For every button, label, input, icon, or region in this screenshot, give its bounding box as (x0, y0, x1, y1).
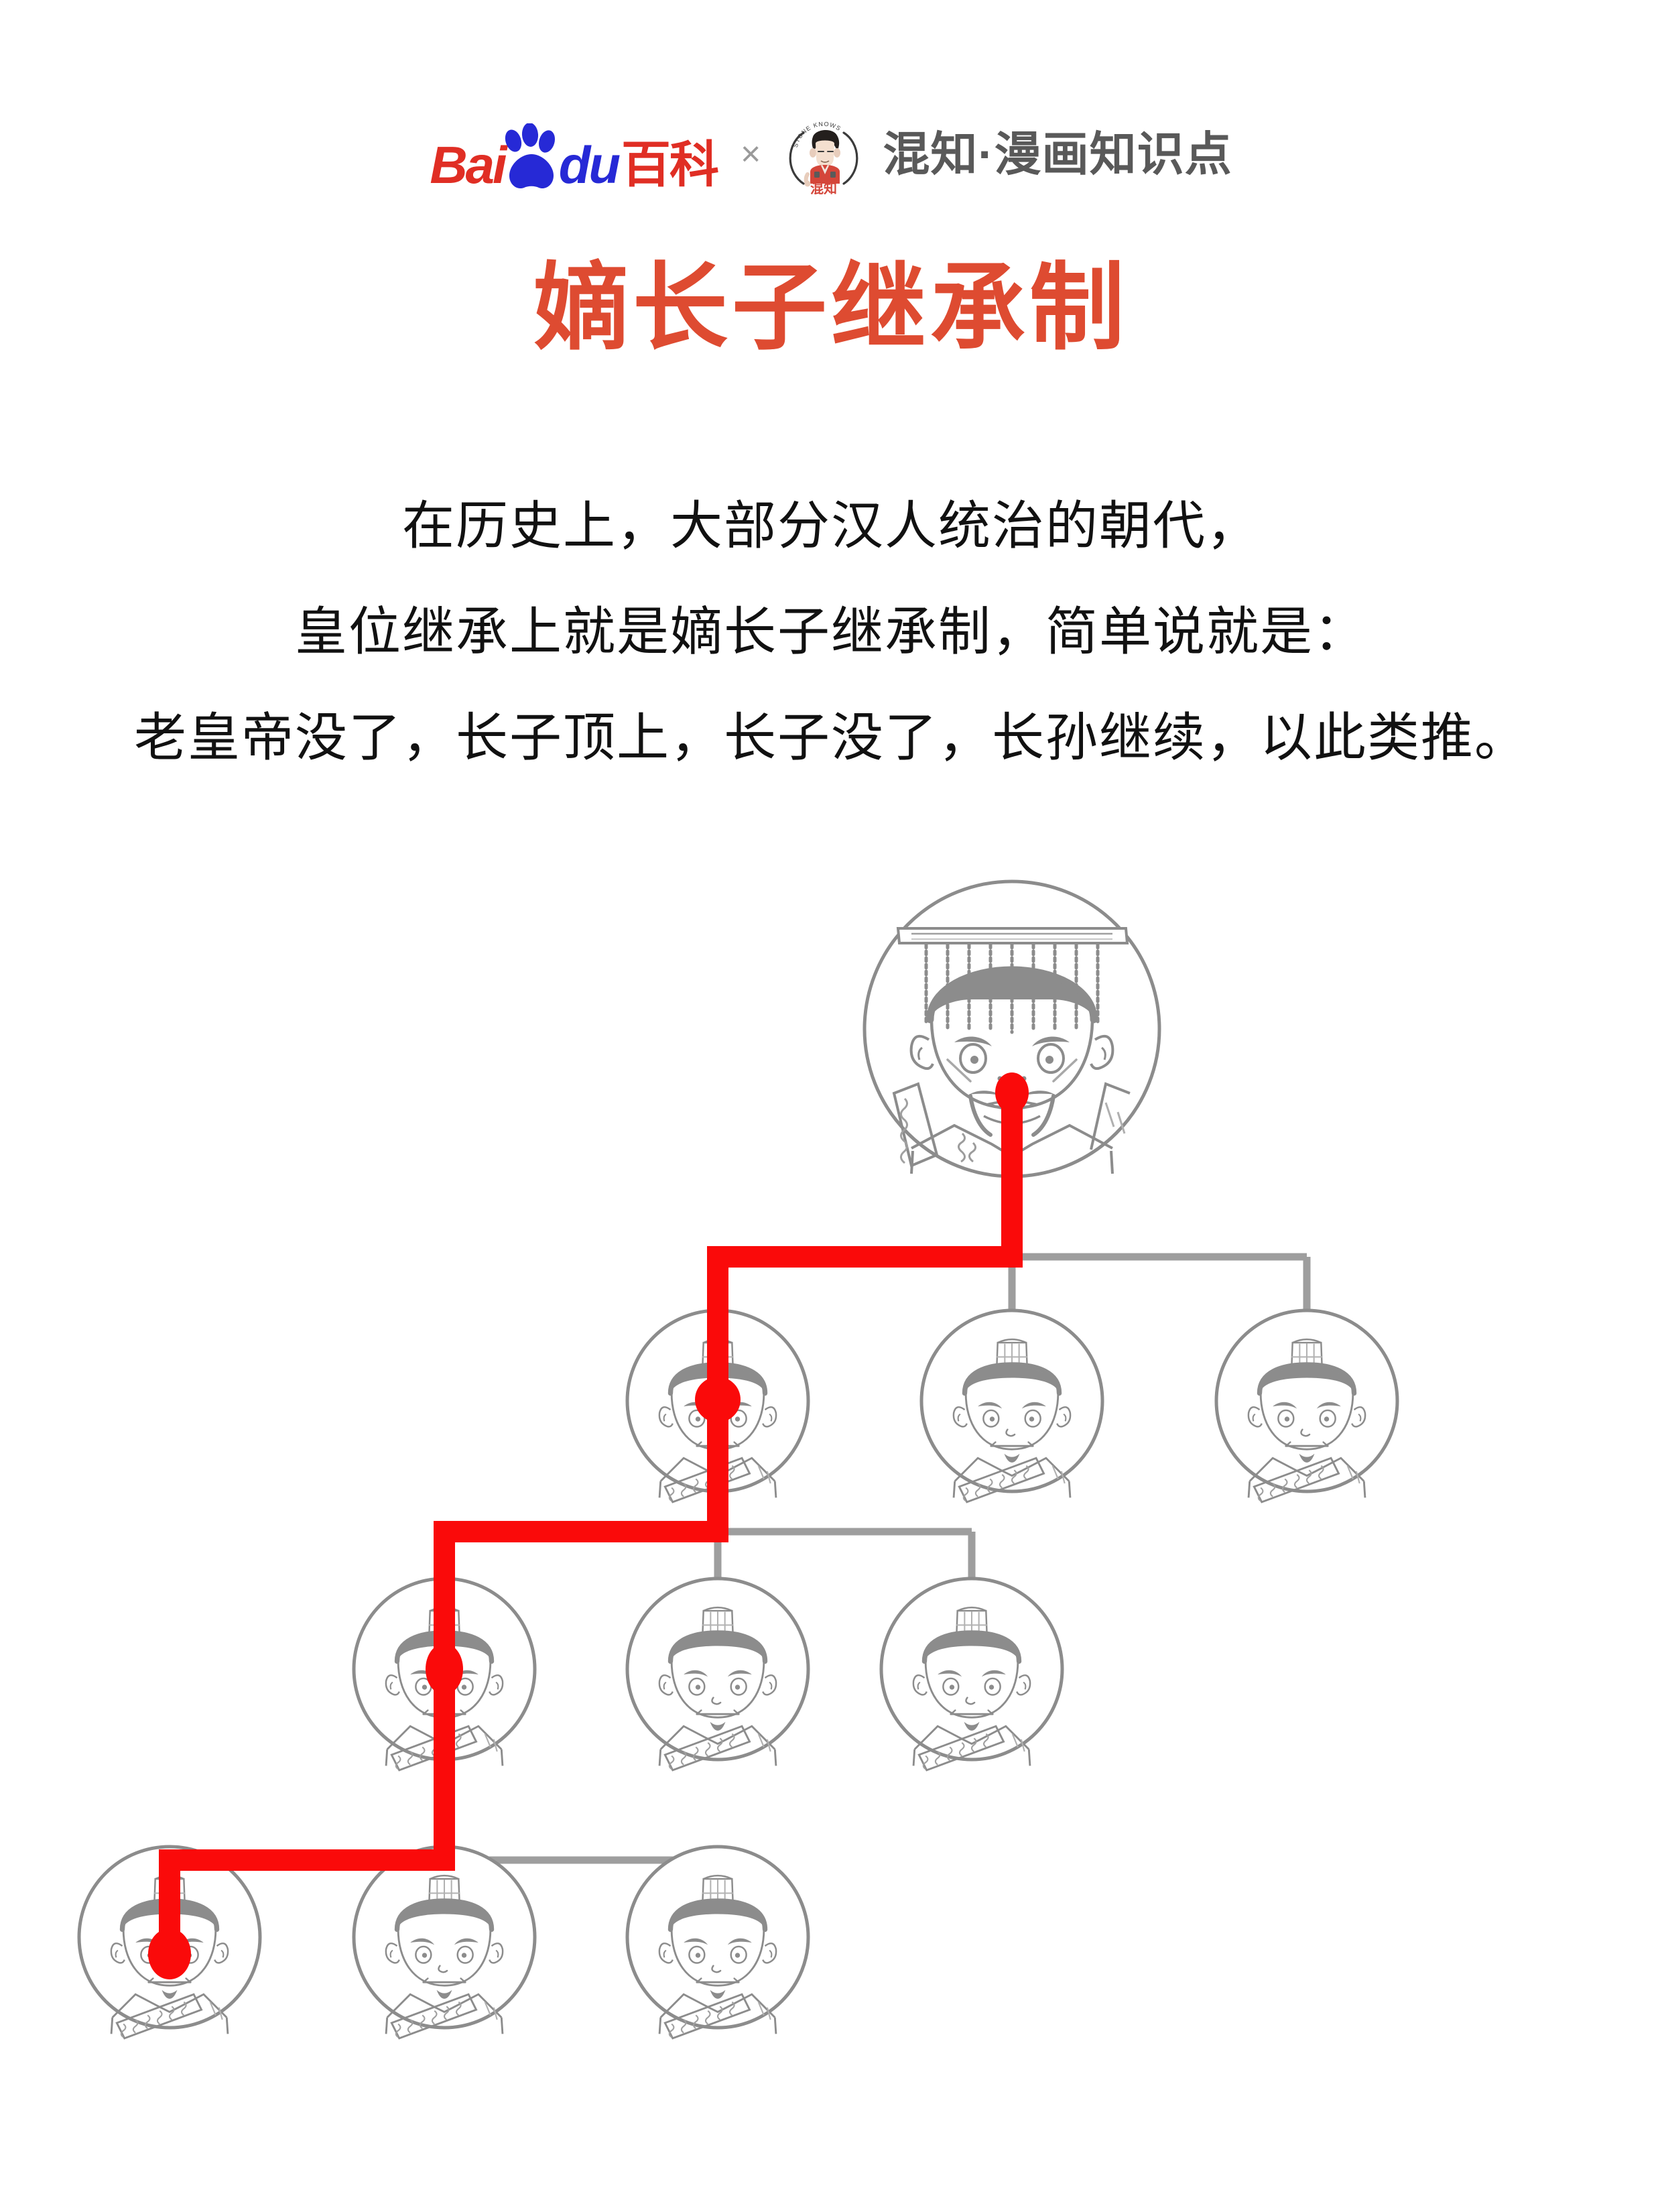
node-circle-son3 (1214, 1308, 1399, 1493)
node-circle-ggson3 (625, 1845, 810, 2030)
cross-icon: × (741, 135, 761, 174)
path-dot-emperor (995, 1072, 1029, 1113)
node-circle-gson3 (879, 1577, 1064, 1762)
path-dot-son1 (695, 1377, 741, 1422)
baidu-bai-text: Bai (430, 135, 507, 194)
succession-path-highlight (159, 1089, 1023, 1957)
baidu-baike-hanzi: 百科 (621, 137, 719, 192)
header-logo-row: Bai du 百科 × STONE KNOWS (0, 101, 1662, 208)
intro-line-3: 老皇帝没了，长子顶上，长子没了，长孙继续，以此类推。 (133, 708, 1528, 767)
intro-line-2: 皇位继承上就是嫡长子继承制，简单说就是： (294, 602, 1367, 661)
hunzhi-avatar-logo[interactable]: STONE KNOWS 混知 (783, 114, 864, 196)
node-circle-gson2 (625, 1577, 810, 1762)
succession-path-dots (148, 1072, 1029, 1979)
baidu-baike-logo[interactable]: Bai du 百科 (430, 117, 719, 194)
node-circle-ggson2 (352, 1845, 537, 2030)
baidu-du-text: du (558, 135, 621, 194)
baidu-paw-icon (503, 123, 560, 194)
intro-paragraph: 在历史上，大部分汉人统治的朝代， 皇位继承上就是嫡长子继承制，简单说就是： 老皇… (0, 473, 1662, 790)
page-title: 嫡长子继承制 (533, 255, 1129, 361)
partner-name-text: 混知·漫画知识点 (883, 128, 1232, 180)
path-dot-gson1 (426, 1644, 463, 1695)
path-dot-ggson1 (148, 1928, 191, 1979)
intro-line-1: 在历史上，大部分汉人统治的朝代， (401, 496, 1260, 555)
tree-edges-normal (440, 1176, 1311, 1864)
hunzhi-badge-text: 混知 (810, 180, 837, 194)
node-circle-son2 (919, 1308, 1104, 1493)
